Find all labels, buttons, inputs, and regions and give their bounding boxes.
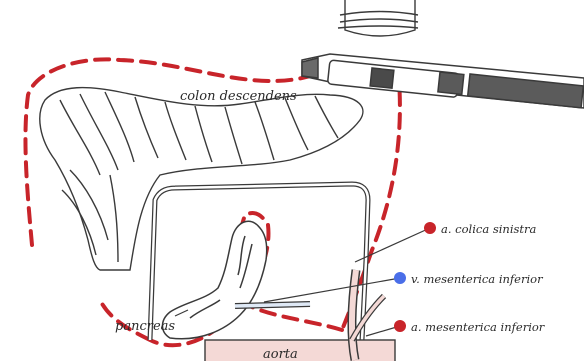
label-mesenterica-artery: a. mesenterica inferior [411,320,546,334]
pancreas [163,221,267,339]
label-aorta: aorta [263,347,298,361]
colon-descendens [40,88,363,270]
colica-marker-dot [424,222,436,234]
aorta [205,340,395,361]
label-mesenterica-vein: v. mesenterica inferior [411,272,544,286]
top-structure [338,0,418,36]
label-colica-sinistra: a. colica sinistra [441,222,537,236]
inferior-mesenteric-vein [235,304,310,306]
artery-marker-dot [394,320,406,332]
label-colon-descendens: colon descendens [180,89,297,104]
vein-marker-dot [394,272,406,284]
label-pancreas: pancreas [115,319,175,334]
